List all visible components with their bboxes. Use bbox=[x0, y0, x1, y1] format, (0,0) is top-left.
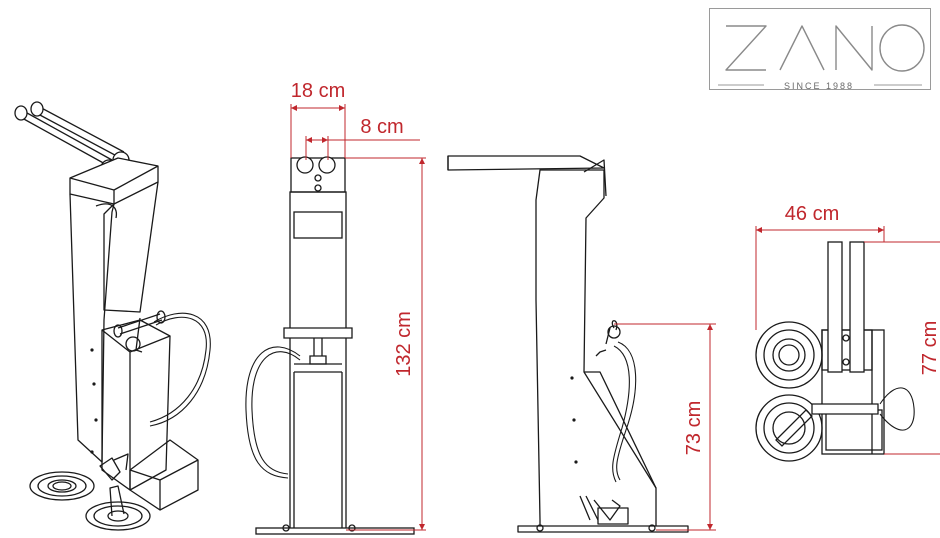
side-bolts bbox=[570, 376, 578, 464]
top-bar-1 bbox=[827, 241, 843, 373]
side-top-bar bbox=[447, 155, 605, 171]
top-wheel-holder-2 bbox=[755, 394, 823, 462]
pump-hose bbox=[149, 312, 211, 427]
top-view bbox=[755, 241, 915, 462]
front-column bbox=[289, 191, 347, 531]
top-depth-label: 77 cm bbox=[919, 321, 940, 375]
front-hose bbox=[245, 346, 301, 479]
top-bar-2 bbox=[849, 241, 865, 373]
front-height-label: 132 cm bbox=[393, 311, 415, 377]
top-dimensions bbox=[755, 226, 940, 455]
side-base-plate bbox=[517, 525, 689, 533]
base-box bbox=[129, 439, 199, 511]
side-tool bbox=[579, 495, 621, 521]
side-dimensions bbox=[614, 323, 716, 531]
side-column bbox=[535, 169, 657, 531]
top-pump-handle bbox=[811, 403, 879, 415]
front-pump-handle bbox=[283, 327, 353, 339]
front-base-plate bbox=[255, 527, 415, 535]
brand-logo: SINCE 1988 bbox=[709, 8, 931, 91]
wheel-holder-2 bbox=[85, 485, 151, 531]
tool-holder bbox=[99, 453, 129, 481]
side-height-label: 73 cm bbox=[683, 401, 705, 455]
front-inner-label: 8 cm bbox=[360, 116, 403, 138]
front-view bbox=[245, 156, 415, 535]
front-width-label: 18 cm bbox=[291, 80, 345, 102]
side-view bbox=[447, 155, 689, 533]
logo-tagline: SINCE 1988 bbox=[784, 81, 854, 91]
side-hose bbox=[616, 341, 637, 481]
isometric-view bbox=[14, 101, 211, 531]
top-wheel-holder-1 bbox=[755, 321, 823, 389]
logo-letters bbox=[725, 24, 925, 72]
top-width-label: 46 cm bbox=[785, 203, 839, 225]
front-dimensions bbox=[290, 104, 426, 531]
main-column bbox=[69, 193, 115, 463]
wheel-holder-1 bbox=[29, 471, 95, 501]
bolts bbox=[90, 348, 98, 454]
